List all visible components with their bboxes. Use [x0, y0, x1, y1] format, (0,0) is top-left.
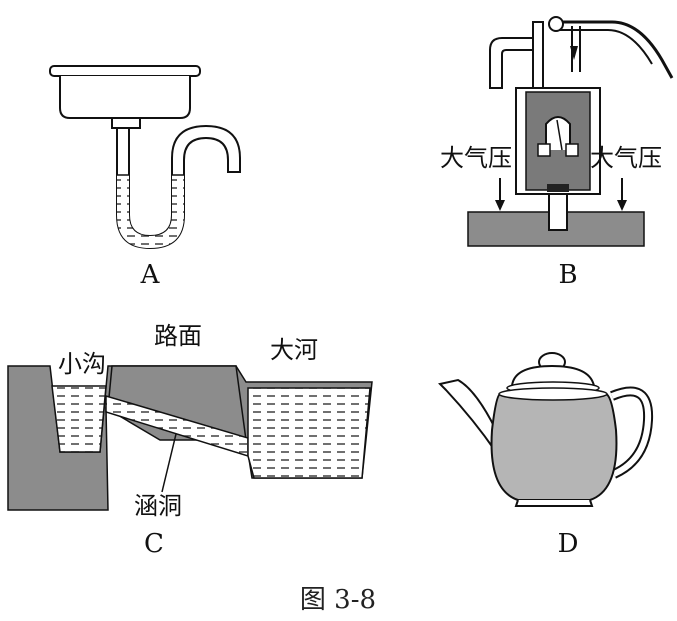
teapot-body	[490, 393, 618, 501]
ditch-water	[51, 385, 107, 453]
road-label: 路面	[154, 322, 202, 350]
teapot-spout	[438, 378, 497, 456]
basin-bowl	[59, 76, 191, 119]
pump-lever	[553, 20, 674, 79]
basin-rim	[49, 65, 201, 77]
panel-b-water-pump: 大气压 大气压 B	[440, 16, 674, 290]
panel-c-label: C	[144, 529, 164, 559]
trap-water	[117, 175, 184, 248]
river-label: 大河	[270, 336, 318, 364]
culvert-label: 涵洞	[134, 492, 182, 520]
panel-b-label: B	[558, 260, 577, 290]
panel-a-sink-trap: A	[49, 65, 241, 290]
ditch-label: 小沟	[58, 350, 106, 378]
panel-d-label: D	[558, 529, 579, 559]
panel-a-label: A	[140, 260, 161, 290]
pressure-right-label: 大气压	[590, 144, 662, 172]
figure-caption: 图 3-8	[300, 585, 376, 615]
river-water	[247, 387, 371, 479]
panel-c-culvert: 小沟 路面 大河 涵洞 C	[7, 322, 373, 559]
pressure-left-label: 大气压	[440, 144, 512, 172]
teapot-lid	[510, 364, 596, 387]
panel-d-teapot: D	[438, 352, 654, 559]
